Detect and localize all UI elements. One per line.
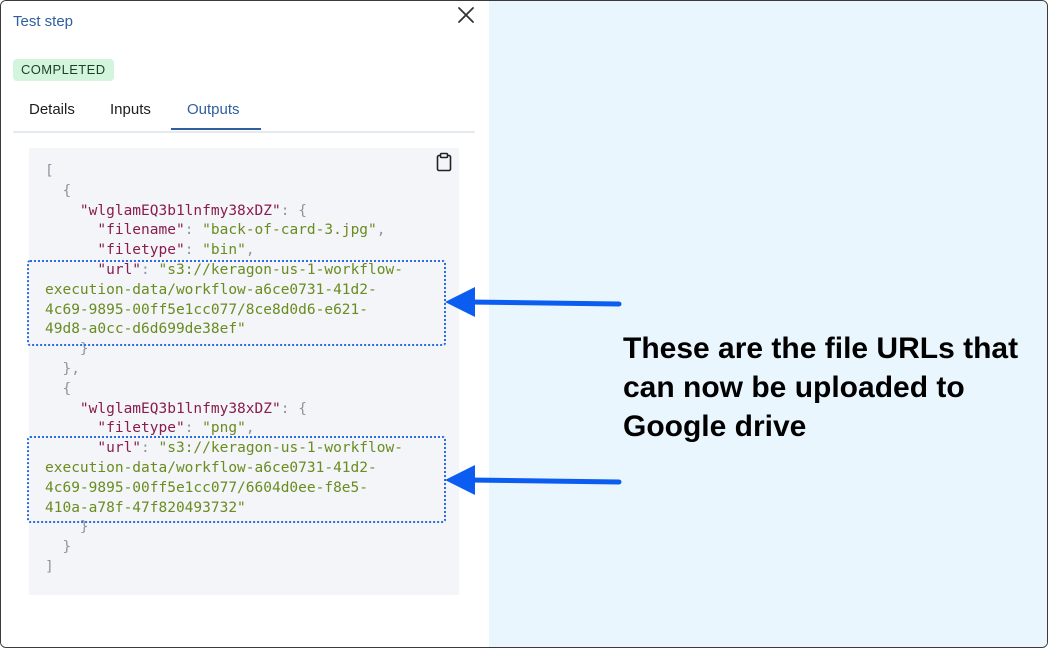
json-code: [ { "wlglamEQ3b1lnfmy38xDZ": { "filename… [45, 163, 403, 575]
url-highlight-1 [27, 260, 446, 346]
close-icon [458, 7, 474, 23]
output-json-viewer: [ { "wlglamEQ3b1lnfmy38xDZ": { "filename… [29, 148, 459, 595]
panel-title: Test step [13, 13, 74, 30]
tab-outputs[interactable]: Outputs [187, 101, 240, 118]
url-highlight-2 [27, 436, 446, 523]
arrow-left-icon [445, 465, 622, 495]
tab-details[interactable]: Details [29, 101, 75, 118]
copy-button[interactable] [433, 151, 455, 173]
annotation-message: These are the file URLs that can now be … [623, 332, 1019, 443]
tab-bar: Details Inputs Outputs [13, 97, 475, 133]
active-tab-indicator [171, 128, 261, 130]
arrow-left-icon [445, 287, 622, 317]
tab-inputs[interactable]: Inputs [110, 101, 151, 118]
clipboard-icon [436, 152, 452, 172]
annotation-area [489, 1, 1047, 647]
test-step-panel: Test step COMPLETED Details Inputs Outpu… [1, 1, 489, 647]
close-button[interactable] [455, 4, 477, 26]
status-badge: COMPLETED [13, 59, 114, 81]
